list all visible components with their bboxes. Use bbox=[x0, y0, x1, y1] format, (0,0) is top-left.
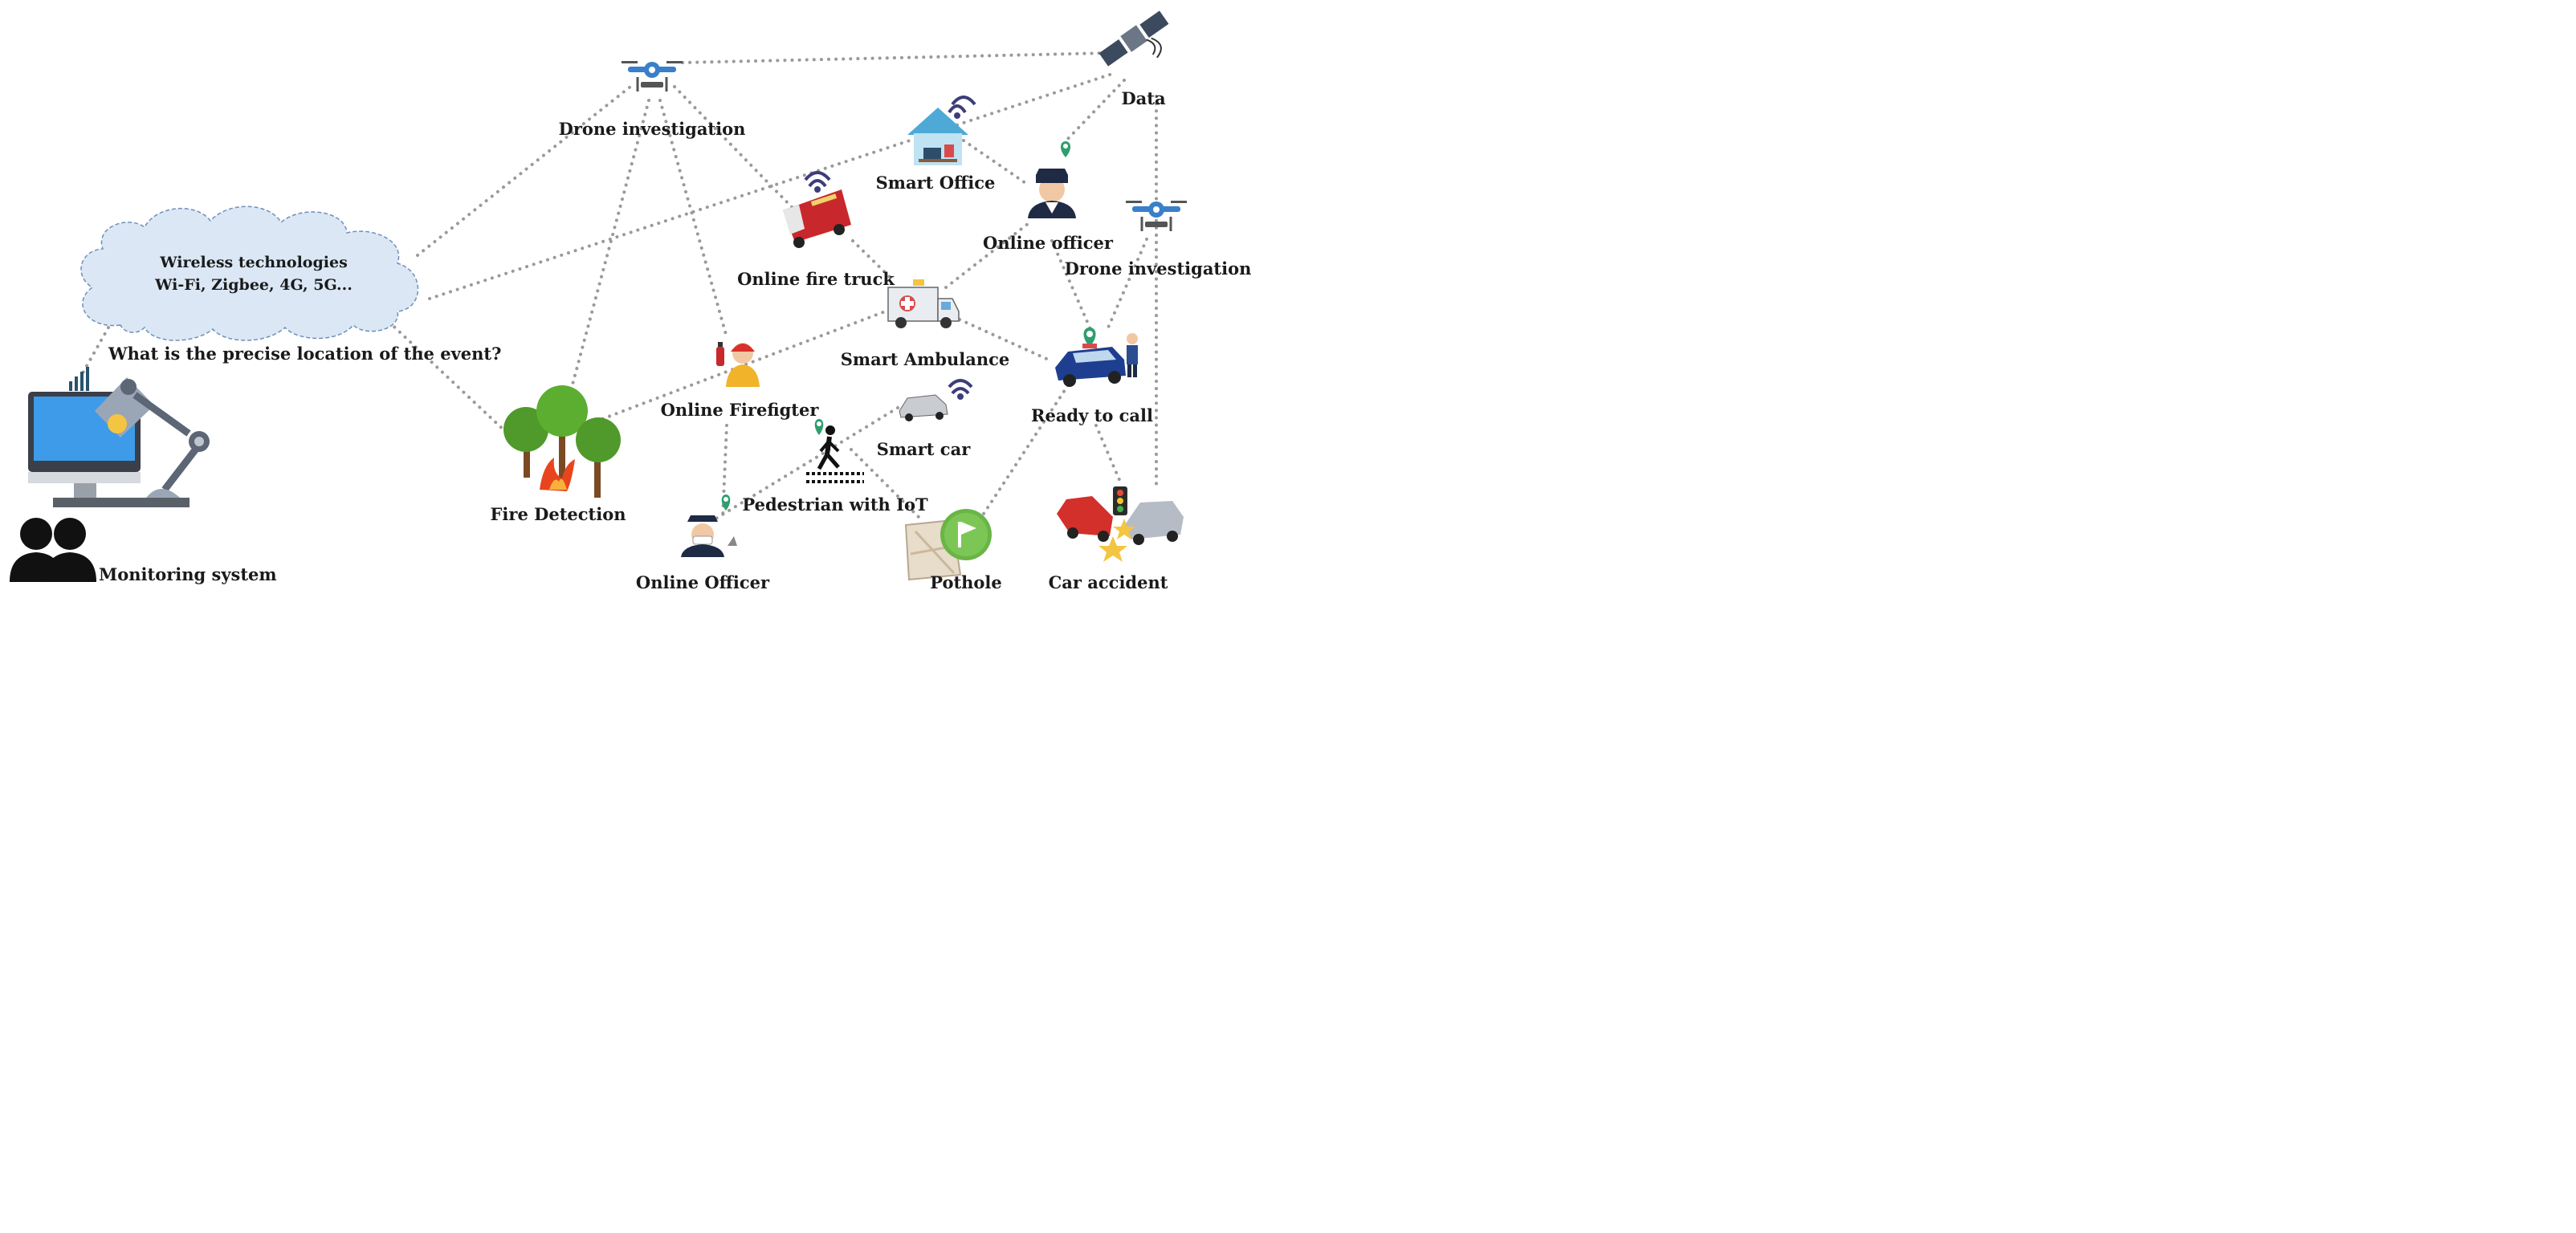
link-office-officer bbox=[962, 139, 1029, 186]
location-pin-icon bbox=[1083, 328, 1096, 347]
link-drone-firedetect bbox=[569, 99, 650, 395]
wireless-cloud: Wireless technologies Wi-Fi, Zigbee, 4G,… bbox=[80, 206, 419, 341]
wifi-icon bbox=[804, 171, 831, 193]
satellite-icon bbox=[1098, 10, 1169, 67]
link-satellite-officer bbox=[1062, 79, 1126, 144]
car-crash-icon bbox=[1057, 496, 1184, 562]
pedestrian-icon bbox=[806, 425, 864, 483]
drone-top-label: Drone investigation bbox=[559, 119, 746, 139]
traffic-light-icon bbox=[1113, 486, 1127, 515]
ready-to-call-label: Ready to call bbox=[1031, 405, 1153, 425]
link-cloud-drone bbox=[416, 85, 632, 257]
smart-car-icon bbox=[899, 394, 948, 421]
location-pin-icon bbox=[1060, 141, 1071, 157]
pedestrian-label: Pedestrian with IoT bbox=[742, 494, 928, 515]
link-police-accident bbox=[1094, 424, 1122, 483]
connection-lines bbox=[79, 51, 1158, 523]
users-silhouette-icon bbox=[10, 518, 96, 582]
drone-icon bbox=[622, 61, 683, 92]
firefighter-label: Online Firefigter bbox=[661, 400, 820, 420]
link-ambulance-officer bbox=[944, 219, 1033, 289]
iot-smart-city-diagram: Wireless technologies Wi-Fi, Zigbee, 4G,… bbox=[0, 0, 1259, 604]
desk-lamp-icon bbox=[95, 377, 210, 498]
location-pin-icon bbox=[721, 494, 731, 511]
location-pin-icon bbox=[814, 419, 824, 435]
link-cloud-firedetect bbox=[382, 315, 509, 435]
signal-bars-icon bbox=[69, 367, 89, 391]
link-cloud-monitor bbox=[79, 326, 110, 379]
link-drone-police bbox=[1107, 238, 1148, 329]
masked-officer-icon bbox=[681, 515, 737, 557]
online-officer-bottom-label: Online Officer bbox=[636, 572, 770, 592]
pothole-label: Pothole bbox=[930, 572, 1002, 592]
cloud-subtitle: Wi-Fi, Zigbee, 4G, 5G... bbox=[154, 276, 353, 294]
cloud-shape bbox=[80, 206, 419, 341]
smart-car-label: Smart car bbox=[877, 439, 971, 459]
fire-detection-label: Fire Detection bbox=[491, 504, 626, 524]
monitoring-label: Monitoring system bbox=[99, 564, 277, 584]
smart-office-icon bbox=[907, 108, 968, 165]
drone-right-label: Drone investigation bbox=[1065, 258, 1252, 279]
police-officer-icon bbox=[1028, 169, 1076, 218]
drone-icon bbox=[1126, 201, 1187, 231]
smart-office-label: Smart Office bbox=[876, 173, 996, 193]
question-text: What is the precise location of the even… bbox=[108, 344, 501, 364]
link-drone-firefighter bbox=[658, 99, 728, 339]
link-drone-firetruck bbox=[673, 85, 797, 212]
link-firedetect-ambulance bbox=[594, 305, 899, 423]
link-pedestrian-pothole bbox=[850, 448, 925, 523]
link-firetruck-ambulance bbox=[851, 239, 891, 279]
link-ambulance-police bbox=[958, 318, 1054, 363]
wifi-icon bbox=[948, 96, 976, 119]
ambulance-label: Smart Ambulance bbox=[841, 349, 1010, 369]
link-police-pothole bbox=[982, 384, 1070, 515]
fire-truck-icon bbox=[783, 189, 851, 248]
link-smartcar-officer bbox=[709, 406, 899, 523]
fire-truck-label: Online fire truck bbox=[737, 269, 895, 289]
link-officer-police bbox=[1050, 239, 1092, 331]
cloud-title: Wireless technologies bbox=[159, 254, 348, 271]
link-drone-satellite bbox=[681, 51, 1110, 64]
data-label: Data bbox=[1121, 88, 1166, 108]
ambulance-icon bbox=[887, 279, 960, 328]
police-car-icon bbox=[1055, 344, 1126, 387]
car-accident-label: Car accident bbox=[1049, 572, 1168, 592]
online-officer-top-label: Online officer bbox=[983, 233, 1114, 253]
flag-marker-icon bbox=[940, 509, 992, 560]
wifi-icon bbox=[948, 379, 973, 400]
firefighter-icon bbox=[716, 342, 760, 387]
police-officer-standing-icon bbox=[1127, 333, 1138, 377]
fire-trees-icon bbox=[503, 385, 621, 498]
link-firefighter-officer bbox=[721, 424, 728, 519]
